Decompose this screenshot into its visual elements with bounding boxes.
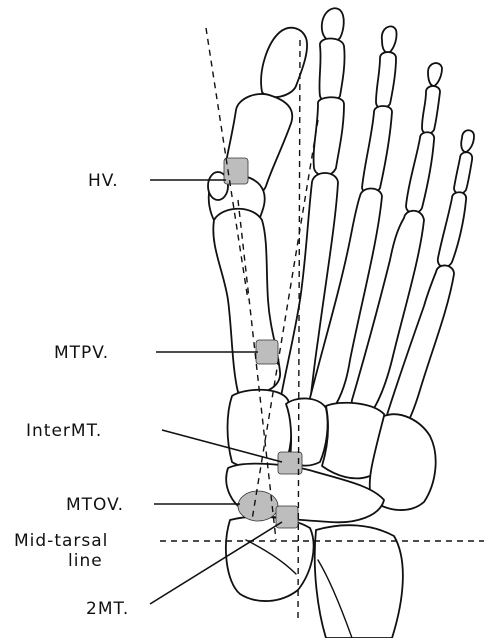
- second-proximal-phalanx: [314, 97, 344, 175]
- third-distal-phalanx: [382, 26, 397, 52]
- mtpv-angle-marker: [256, 340, 278, 364]
- fourth-distal-phalanx: [428, 63, 442, 86]
- hv-label: HV.: [88, 171, 119, 191]
- midtarsal-label-line1: Mid-tarsal: [14, 531, 108, 551]
- mtov-angle-marker: [238, 491, 278, 521]
- mtpv-label: MTPV.: [54, 343, 109, 363]
- 2mt-label: 2MT.: [86, 599, 129, 619]
- second-middle-phalanx: [319, 39, 344, 103]
- intermt-label: InterMT.: [26, 421, 102, 441]
- labels: HV. MTPV. InterMT. MTOV. Mid-tarsal line…: [14, 171, 129, 619]
- fourth-proximal-phalanx: [406, 132, 434, 213]
- third-proximal-phalanx: [362, 106, 392, 194]
- midtarsal-label-line2: line: [68, 551, 103, 571]
- fourth-middle-phalanx: [422, 86, 440, 134]
- third-middle-phalanx: [376, 52, 396, 108]
- second-distal-phalanx: [322, 8, 344, 41]
- fifth-distal-phalanx: [461, 130, 474, 152]
- first-metatarsal: [213, 209, 280, 394]
- 2mt-angle-marker: [276, 506, 298, 528]
- mtov-label: MTOV.: [66, 495, 124, 515]
- fifth-middle-phalanx: [454, 152, 472, 193]
- fifth-proximal-phalanx: [438, 192, 466, 267]
- calcaneus: [315, 525, 403, 638]
